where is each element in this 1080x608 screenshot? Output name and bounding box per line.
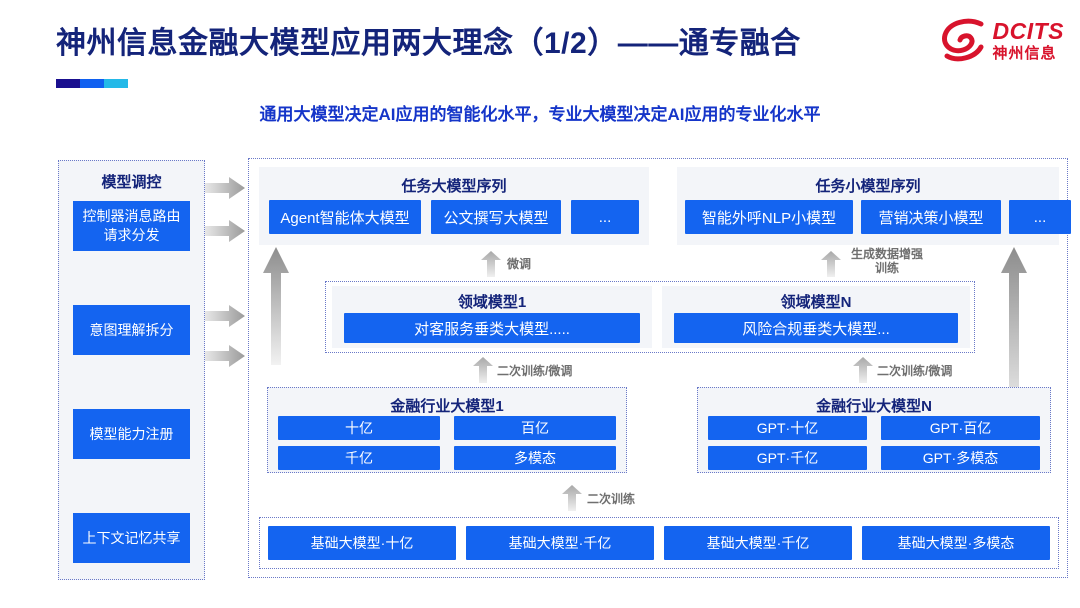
task-large-item-0[interactable]: Agent智能体大模型	[269, 200, 421, 234]
domain-model-title-1: 领域模型N	[780, 294, 852, 311]
finance-model-card-0: 金融行业大模型1 十亿 百亿 千亿 多模态	[267, 387, 627, 473]
arrow-label-retrain-left: 二次训练/微调	[497, 364, 573, 378]
domain-model-card-0: 领域模型1 对客服务垂类大模型.....	[332, 286, 652, 348]
finance-model-1-item-3[interactable]: GPT·多模态	[881, 446, 1040, 470]
domain-model-item-1[interactable]: 风险合规垂类大模型...	[674, 313, 958, 343]
base-model-item-1[interactable]: 基础大模型·千亿	[466, 526, 654, 560]
finance-model-title-1: 金融行业大模型N	[816, 398, 932, 415]
model-stack: 任务大模型序列 Agent智能体大模型 公文撰写大模型 ... 任务小模型序列 …	[248, 158, 1071, 578]
finance-model-0-item-1[interactable]: 百亿	[454, 416, 616, 440]
base-model-item-0[interactable]: 基础大模型·十亿	[268, 526, 456, 560]
domain-model-title-0: 领域模型1	[457, 294, 527, 311]
control-item-0[interactable]: 控制器消息路由请求分发	[73, 201, 190, 251]
flow-arrow-up-retrain-right	[853, 357, 873, 383]
page-title: 神州信息金融大模型应用两大理念（1/2）——通专融合	[56, 27, 801, 60]
control-item-2[interactable]: 模型能力注册	[73, 409, 190, 459]
task-sequences-row: 任务大模型序列 Agent智能体大模型 公文撰写大模型 ... 任务小模型序列 …	[259, 167, 1071, 245]
finance-model-title-0: 金融行业大模型1	[390, 398, 504, 415]
accent-segment-1	[56, 79, 81, 88]
arrow-label-finetune: 微调	[507, 257, 532, 271]
flow-arrow-up-right-tall	[1001, 247, 1027, 427]
accent-segment-2	[80, 79, 105, 88]
base-model-item-2[interactable]: 基础大模型·千亿	[664, 526, 852, 560]
flow-arrow-right-3	[205, 305, 245, 327]
arrow-label-data-augment: 生成数据增强训练	[850, 247, 923, 275]
flow-arrow-up-left-tall	[263, 247, 289, 365]
base-model-item-3[interactable]: 基础大模型·多模态	[862, 526, 1050, 560]
finance-model-1-item-0[interactable]: GPT·十亿	[708, 416, 867, 440]
arrow-label-retrain-right: 二次训练/微调	[877, 364, 953, 378]
control-panel: 模型调控 控制器消息路由请求分发 意图理解拆分 模型能力注册 上下文记忆共享	[58, 160, 205, 580]
flow-arrow-right-4	[205, 345, 245, 367]
title-accent-bar	[56, 79, 128, 88]
task-small-item-2[interactable]: ...	[1009, 200, 1071, 234]
flow-arrow-right-1	[205, 177, 245, 199]
flow-arrow-right-2	[205, 220, 245, 242]
finance-model-card-1: 金融行业大模型N GPT·十亿 GPT·百亿 GPT·千亿 GPT·多模态	[697, 387, 1051, 473]
domain-model-item-0[interactable]: 对客服务垂类大模型.....	[344, 313, 640, 343]
domain-models-wrap: 领域模型1 对客服务垂类大模型..... 领域模型N 风险合规垂类大模型...	[325, 281, 975, 353]
task-large-item-2[interactable]: ...	[571, 200, 639, 234]
company-logo: DCITS 神州信息	[941, 18, 1065, 62]
finance-model-0-item-2[interactable]: 千亿	[278, 446, 440, 470]
logo-text-cn: 神州信息	[992, 44, 1057, 62]
task-large-title: 任务大模型序列	[401, 178, 507, 195]
control-item-3[interactable]: 上下文记忆共享	[73, 513, 190, 563]
logo-text-en: DCITS	[992, 17, 1064, 44]
task-small-title: 任务小模型序列	[815, 178, 921, 195]
page-subtitle: 通用大模型决定AI应用的智能化水平，专业大模型决定AI应用的专业化水平	[259, 105, 821, 124]
flow-arrow-up-retrain	[562, 485, 582, 511]
task-small-item-0[interactable]: 智能外呼NLP小模型	[685, 200, 853, 234]
flow-arrow-up-retrain-left	[473, 357, 493, 383]
dcits-swirl-icon	[941, 18, 983, 62]
arrow-label-retrain: 二次训练	[587, 492, 636, 506]
task-large-card: 任务大模型序列 Agent智能体大模型 公文撰写大模型 ...	[259, 167, 649, 245]
domain-model-card-1: 领域模型N 风险合规垂类大模型...	[662, 286, 970, 348]
finance-model-1-item-2[interactable]: GPT·千亿	[708, 446, 867, 470]
task-small-item-1[interactable]: 营销决策小模型	[861, 200, 1001, 234]
finance-model-0-item-0[interactable]: 十亿	[278, 416, 440, 440]
task-large-item-1[interactable]: 公文撰写大模型	[431, 200, 561, 234]
task-small-card: 任务小模型序列 智能外呼NLP小模型 营销决策小模型 ...	[677, 167, 1071, 245]
control-item-1[interactable]: 意图理解拆分	[73, 305, 190, 355]
accent-segment-3	[104, 79, 128, 88]
flow-arrow-up-finetune	[481, 251, 501, 277]
flow-arrow-up-data-augment	[821, 251, 841, 277]
finance-models-row: 金融行业大模型1 十亿 百亿 千亿 多模态 金融行业大模型N GPT·十亿 GP…	[259, 387, 1059, 473]
finance-model-0-item-3[interactable]: 多模态	[454, 446, 616, 470]
finance-model-1-item-1[interactable]: GPT·百亿	[881, 416, 1040, 440]
control-panel-title: 模型调控	[101, 174, 162, 191]
base-models-row: 基础大模型·十亿 基础大模型·千亿 基础大模型·千亿 基础大模型·多模态	[259, 517, 1059, 569]
